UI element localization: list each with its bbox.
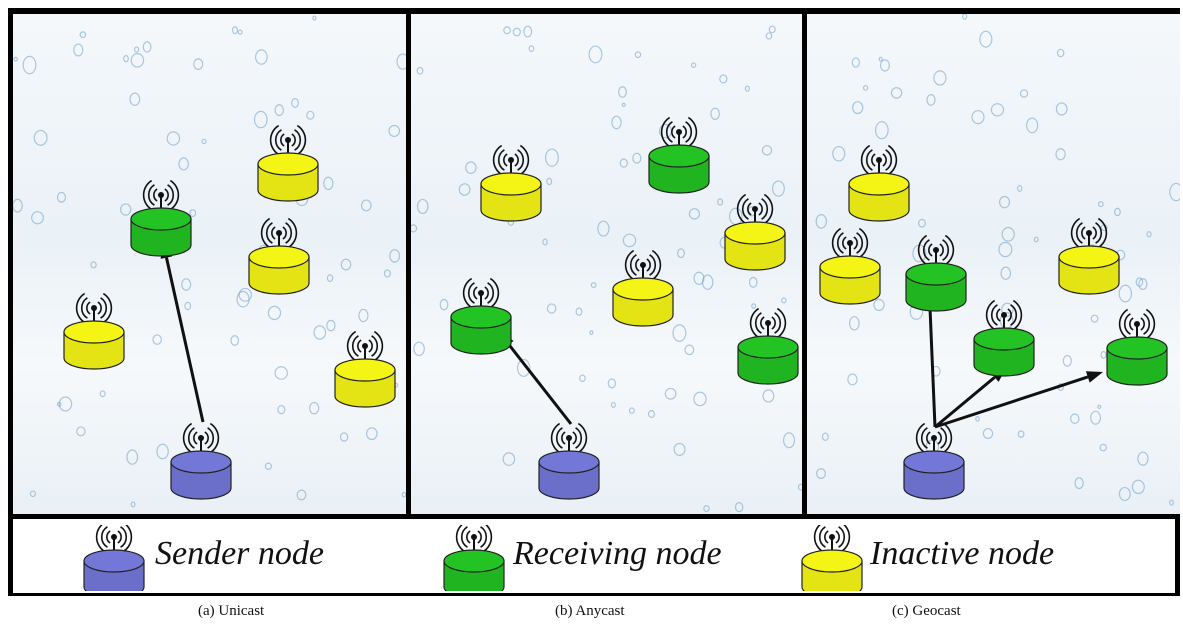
sender-node — [170, 422, 232, 500]
legend-label-inactive: Inactive node — [870, 535, 1055, 572]
receiving-node — [737, 307, 799, 385]
sender-node-icon — [83, 525, 145, 591]
legend-item-receiving: Receiving node — [413, 519, 793, 593]
sender-node — [538, 422, 600, 500]
sender-node-glyph — [83, 525, 145, 591]
inactive-node — [1058, 217, 1120, 295]
inactive-node-icon — [801, 525, 863, 591]
legend-label-sender: Sender node — [155, 535, 325, 572]
geocast-arrow — [934, 371, 1103, 429]
inactive-node — [612, 249, 674, 327]
legend-item-inactive: Inactive node — [783, 519, 1173, 593]
receiving-node — [973, 299, 1035, 377]
inactive-node-glyph — [801, 525, 863, 591]
caption-unicast: (a) Unicast — [198, 603, 265, 619]
caption-anycast: (b) Anycast — [555, 603, 625, 619]
receiving-node — [450, 277, 512, 355]
panel-anycast — [411, 14, 802, 514]
panel-geocast — [807, 14, 1180, 514]
receiving-node — [905, 234, 967, 312]
inactive-node — [724, 193, 786, 271]
geocast-diagram — [815, 14, 1180, 506]
receiving-node-glyph — [443, 525, 505, 591]
receiving-node — [1106, 308, 1168, 386]
legend-label-receiving: Receiving node — [513, 535, 722, 572]
unicast-diagram — [13, 15, 406, 508]
sender-node — [903, 422, 965, 500]
receiving-node-icon — [443, 525, 505, 591]
water-bubbles — [13, 15, 406, 508]
unicast-arrow — [160, 242, 205, 423]
inactive-node — [848, 144, 910, 222]
inactive-node — [819, 227, 881, 305]
legend-item-sender: Sender node — [13, 519, 393, 593]
inactive-node — [257, 124, 319, 202]
anycast-diagram — [411, 25, 802, 513]
panel-unicast — [13, 14, 406, 514]
inactive-node — [480, 144, 542, 222]
caption-geocast: (c) Geocast — [892, 603, 961, 619]
inactive-node — [63, 292, 125, 370]
receiving-node — [648, 116, 710, 194]
inactive-node — [248, 217, 310, 295]
receiving-node — [130, 179, 192, 257]
legend: Sender node Receiving node Inactive node — [13, 519, 1175, 593]
inactive-node — [334, 330, 396, 408]
figure-frame: Sender node Receiving node Inactive node — [8, 8, 1180, 596]
